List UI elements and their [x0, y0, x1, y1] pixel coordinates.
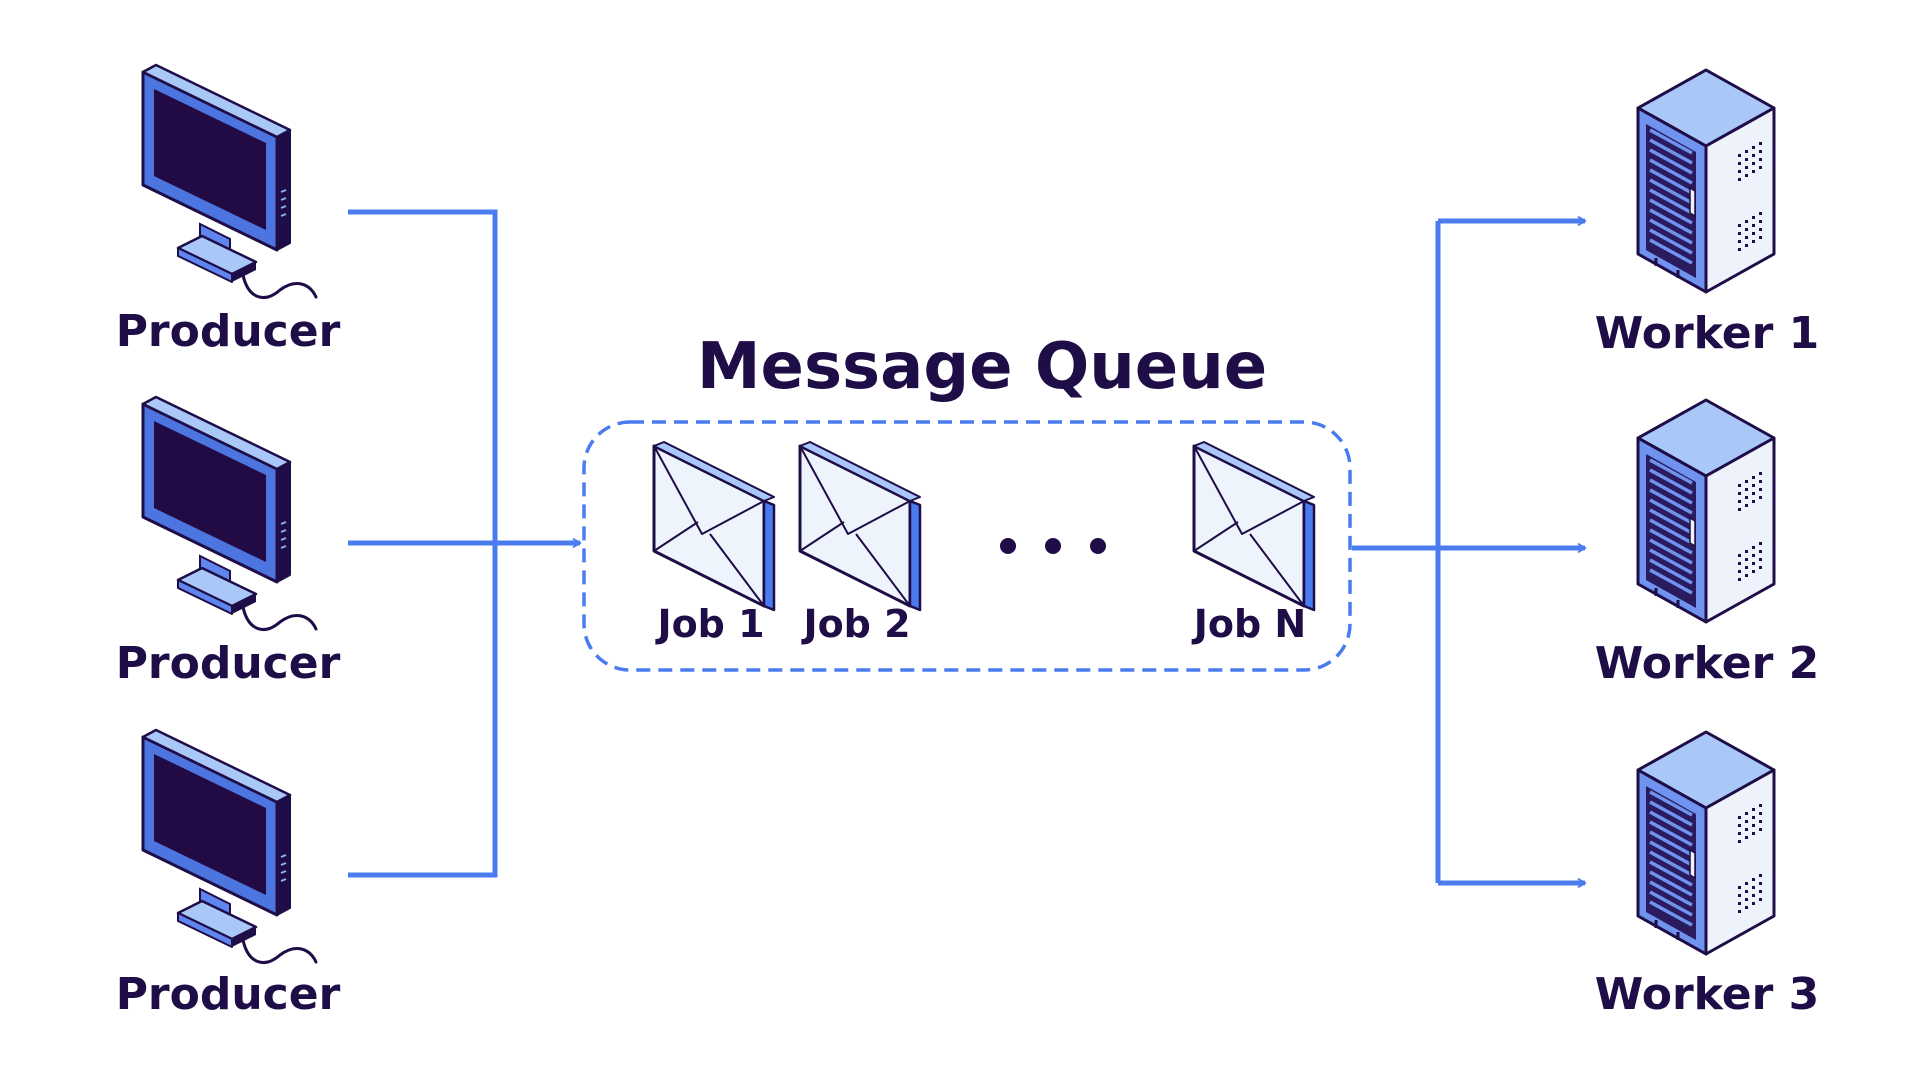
worker-connectors: [1352, 216, 1587, 888]
worker-label: Worker 3: [1594, 969, 1820, 1020]
queue-container: [582, 420, 1352, 672]
computer-monitor-icon: [141, 395, 318, 631]
job-label: Job 1: [657, 602, 765, 646]
computer-monitor-icon: [141, 728, 318, 964]
worker-label: Worker 1: [1594, 308, 1820, 359]
job-label: Job N: [1193, 602, 1307, 646]
computer-monitor-icon: [141, 63, 318, 299]
worker-label: Worker 2: [1594, 638, 1820, 689]
envelope-icon: [1192, 440, 1316, 612]
job-label: Job 2: [803, 602, 911, 646]
ellipsis-icon: [1000, 538, 1106, 554]
envelope-icon: [798, 440, 922, 612]
producer-label: Producer: [115, 638, 341, 689]
server-rack-icon: [1636, 68, 1776, 294]
producer-connectors: [348, 209, 582, 878]
server-rack-icon: [1636, 398, 1776, 624]
server-rack-icon: [1636, 730, 1776, 956]
producer-label: Producer: [115, 306, 341, 357]
envelope-icon: [652, 440, 776, 612]
queue-title: Message Queue: [696, 330, 1268, 404]
producer-label: Producer: [115, 969, 341, 1020]
